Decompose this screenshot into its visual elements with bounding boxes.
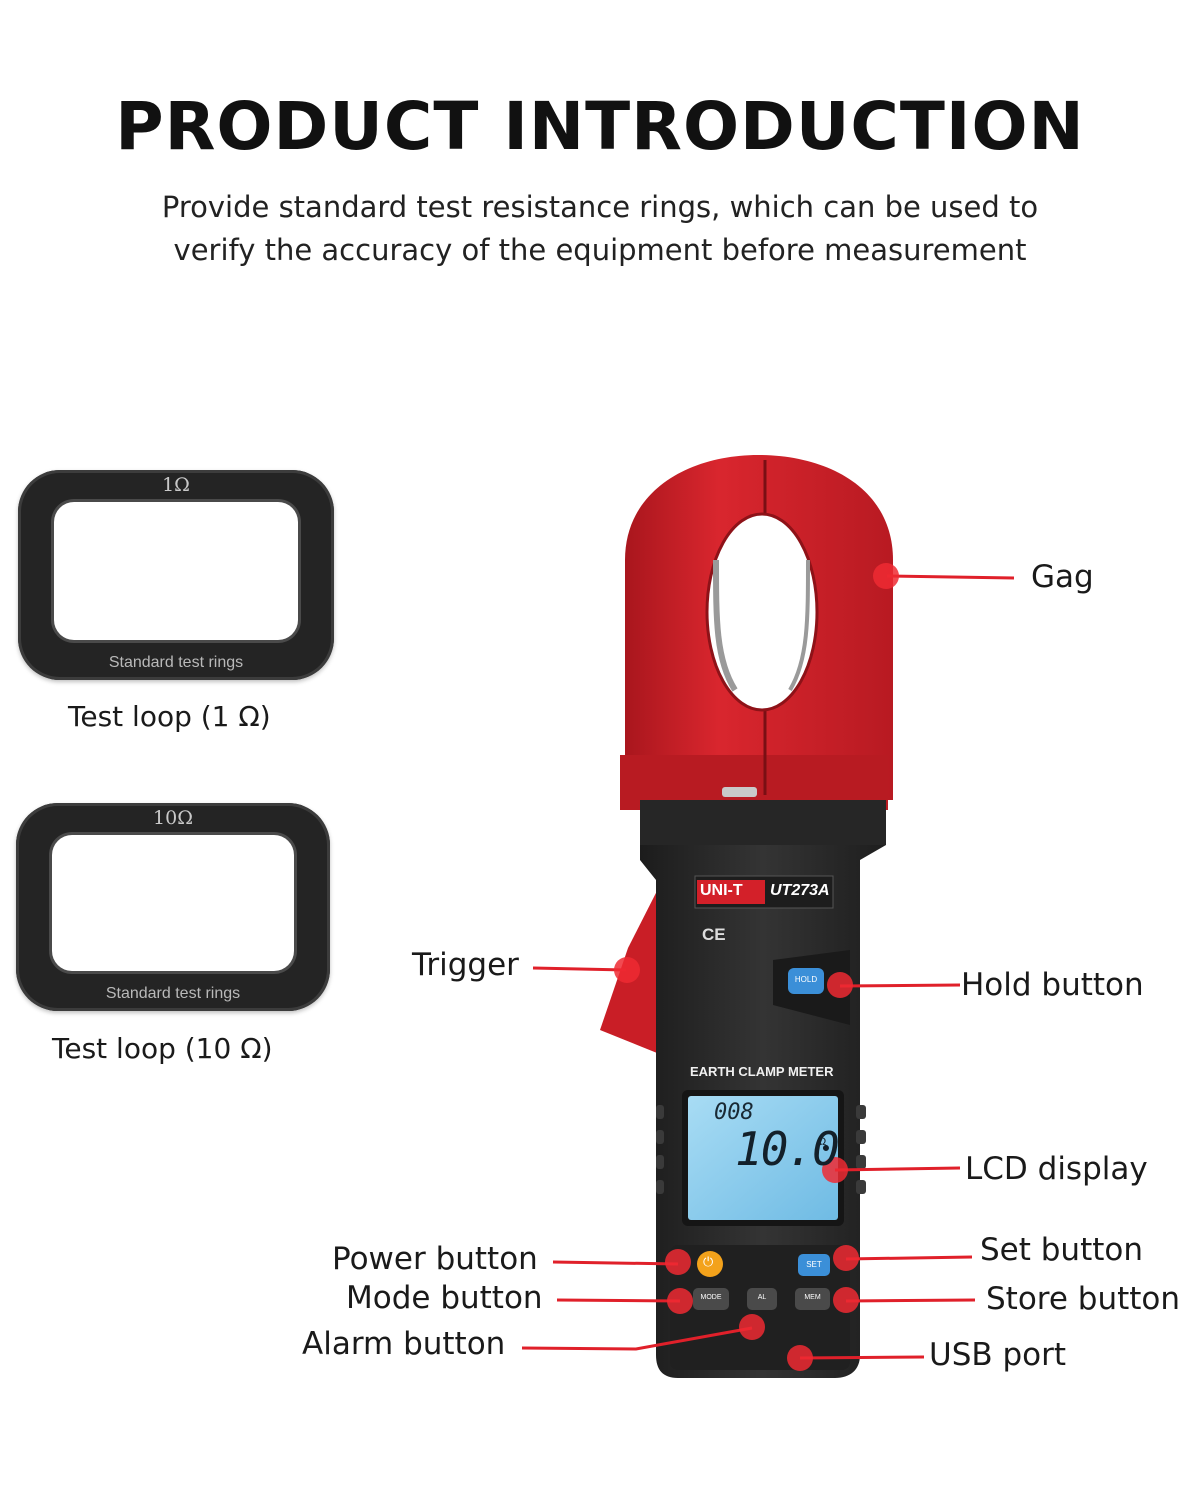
test-loop-10-caption: Test loop (10 Ω) — [52, 1032, 273, 1065]
meter-body — [640, 800, 886, 1378]
brand-logo: UNI-T — [700, 882, 743, 899]
ring-value: 1Ω — [162, 474, 190, 496]
hold-key-label: HOLD — [794, 975, 818, 984]
label-hold-button: Hold button — [961, 967, 1144, 1003]
label-alarm-button: Alarm button — [302, 1326, 506, 1362]
mem-key-label: MEM — [804, 1294, 821, 1301]
label-lcd-display: LCD display — [965, 1151, 1148, 1187]
al-key-label: AL — [757, 1294, 767, 1301]
test-ring-1-ohm: 1Ω Standard test rings — [18, 470, 334, 680]
ring-hole — [52, 835, 294, 971]
ring-text: Standard test rings — [105, 985, 241, 1002]
label-store-button: Store button — [986, 1281, 1181, 1317]
callout-dot-alarm — [739, 1314, 765, 1340]
lcd-main-reading: 10.0 — [735, 1122, 840, 1176]
lcd-unit: Ω — [818, 1136, 827, 1148]
model-number: UT273A — [770, 882, 830, 899]
set-key-label: SET — [806, 1260, 822, 1269]
callout-dot-gag — [873, 563, 899, 589]
label-set-button: Set button — [980, 1232, 1144, 1268]
page-title: PRODUCT INTRODUCTION — [115, 88, 1085, 165]
lcd-top-reading: 008 — [714, 1100, 754, 1125]
callout-dot-store — [833, 1287, 859, 1313]
callout-dot-usb — [787, 1345, 813, 1371]
callout-dot-trigger — [614, 957, 640, 983]
callout-dot-lcd — [822, 1157, 848, 1183]
ce-mark: CE — [702, 925, 726, 944]
ring-hole — [54, 502, 298, 640]
test-loop-1-caption: Test loop (1 Ω) — [68, 700, 271, 733]
panel-title: EARTH CLAMP METER — [690, 1064, 834, 1079]
power-key-label: ⏻ — [703, 1254, 714, 1269]
ring-text: Standard test rings — [108, 654, 244, 671]
callout-dots — [614, 563, 899, 1371]
label-trigger: Trigger — [412, 947, 519, 983]
clamp-jaw — [620, 455, 893, 810]
callout-dot-mode — [667, 1288, 693, 1314]
callout-dot-hold — [827, 972, 853, 998]
callout-lines — [521, 574, 1015, 1360]
ring-value: 10Ω — [153, 807, 193, 829]
label-usb-port: USB port — [929, 1337, 1067, 1373]
subtitle-line-1: Provide standard test resistance rings, … — [161, 190, 1039, 224]
page-subtitle: Provide standard test resistance rings, … — [150, 186, 1050, 272]
callout-dot-power — [665, 1249, 691, 1275]
label-mode-button: Mode button — [346, 1280, 543, 1316]
callout-dot-set — [833, 1245, 859, 1271]
subtitle-line-2: verify the accuracy of the equipment bef… — [173, 233, 1027, 267]
label-gag: Gag — [1031, 559, 1094, 595]
mode-key-label: MODE — [700, 1294, 722, 1301]
test-ring-10-ohm: 10Ω Standard test rings — [16, 803, 330, 1011]
label-power-button: Power button — [332, 1241, 538, 1277]
